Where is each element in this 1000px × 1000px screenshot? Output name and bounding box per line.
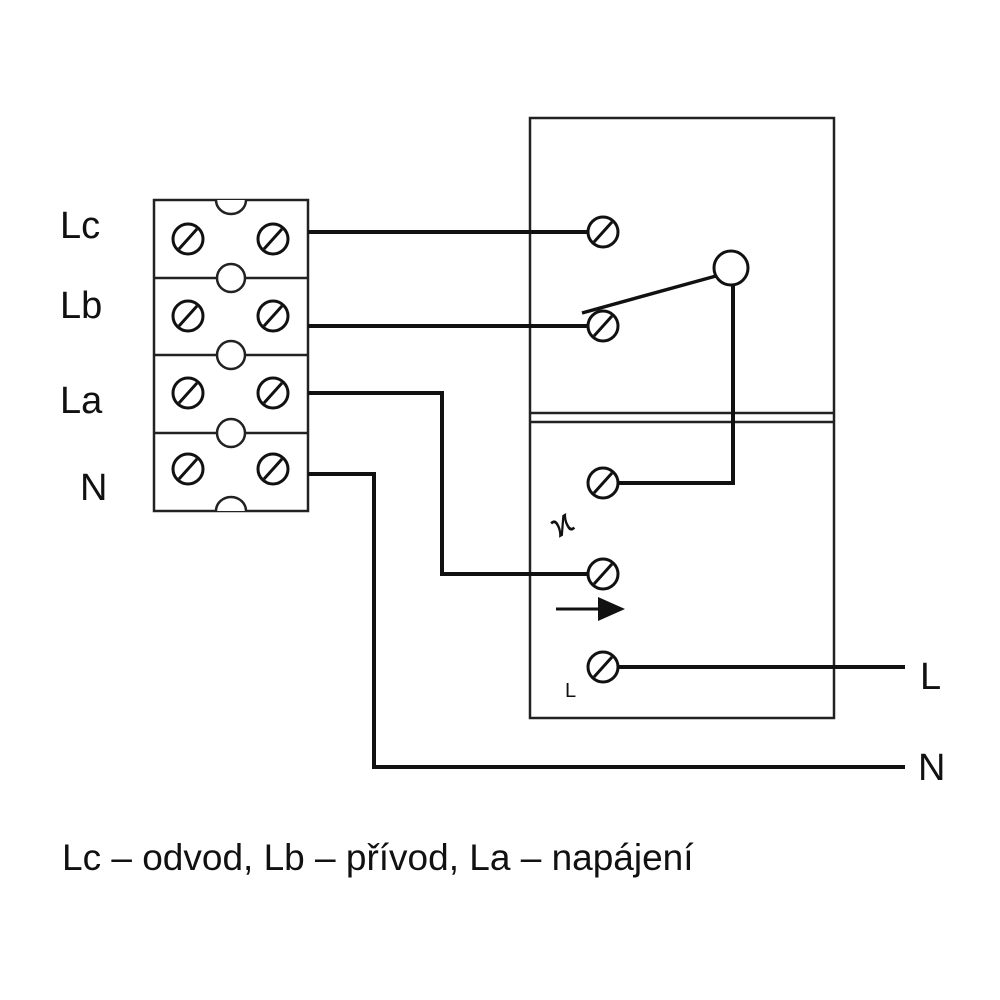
wire-switch-common bbox=[618, 284, 735, 485]
bottom-notch bbox=[214, 495, 248, 512]
screw-icon bbox=[586, 215, 620, 249]
screw-icon bbox=[171, 452, 205, 486]
arrow-right-icon bbox=[556, 597, 625, 621]
wire-la bbox=[308, 391, 594, 576]
device-l-label: L bbox=[565, 680, 576, 702]
terminal-label-n: N bbox=[80, 467, 107, 509]
switch-lever bbox=[581, 274, 717, 315]
separator-circle bbox=[215, 417, 247, 449]
terminal-label-la: La bbox=[60, 380, 103, 422]
top-notch bbox=[214, 199, 248, 216]
terminal-label-lb: Lb bbox=[60, 285, 102, 327]
wire-n bbox=[308, 472, 905, 769]
output-label-l: L bbox=[920, 656, 941, 698]
screw-icon bbox=[256, 299, 290, 333]
terminal-label-lc: Lc bbox=[60, 205, 100, 247]
screw-icon bbox=[171, 222, 205, 256]
screw-icon bbox=[256, 452, 290, 486]
screw-icon bbox=[256, 376, 290, 410]
screw-icon bbox=[586, 466, 620, 500]
screw-icon bbox=[586, 650, 620, 684]
screw-icon bbox=[586, 309, 620, 343]
screw-icon bbox=[256, 222, 290, 256]
caption: Lc – odvod, Lb – přívod, La – napájení bbox=[62, 837, 694, 878]
separator-circle bbox=[215, 262, 247, 294]
switch-housing bbox=[528, 116, 836, 720]
screw-icon bbox=[586, 557, 620, 591]
switch-pivot-icon bbox=[712, 249, 750, 287]
switch-device bbox=[528, 116, 836, 720]
output-label-n: N bbox=[918, 747, 945, 789]
separator-circle bbox=[215, 339, 247, 371]
screw-icon bbox=[171, 299, 205, 333]
screw-icon bbox=[171, 376, 205, 410]
